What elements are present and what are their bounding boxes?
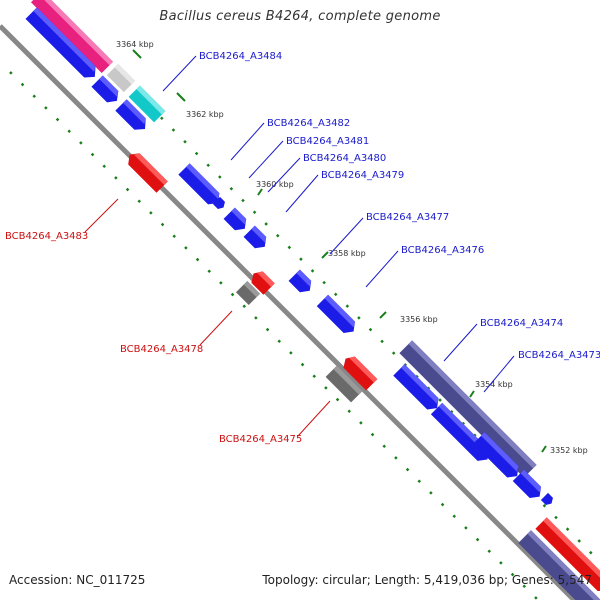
tick-3364 — [132, 49, 142, 59]
kbp-label: 3356 kbp — [400, 315, 438, 324]
genome-backbone — [0, 24, 578, 600]
gene-label-a3477[interactable]: BCB4264_A3477 — [366, 212, 449, 223]
feature-blue-a3473a[interactable] — [393, 364, 442, 413]
feature-red-bottom[interactable] — [535, 517, 600, 596]
feature-gray-a3478[interactable] — [235, 280, 261, 306]
tick-3362 — [176, 92, 186, 102]
feature-red-a3475[interactable] — [340, 353, 378, 391]
tick-3352 — [541, 445, 547, 453]
feature-blue-a3477a[interactable] — [223, 207, 251, 235]
tick-3358 — [321, 251, 329, 259]
feature-red-a3478[interactable] — [248, 268, 275, 295]
map-title: Bacillus cereus B4264, complete genome — [159, 9, 441, 24]
gene-label-a3484[interactable]: BCB4264_A3484 — [199, 51, 282, 62]
feature-blue-a3481[interactable] — [115, 99, 150, 134]
feature-blue-a3477b[interactable] — [243, 225, 271, 253]
kbp-label: 3364 kbp — [116, 40, 154, 49]
gene-labels: BCB4264_A3484 BCB4264_A3482 BCB4264_A348… — [5, 51, 600, 445]
feature-blue-a3480[interactable] — [178, 163, 223, 208]
leader-lines-forward — [162, 55, 515, 393]
feature-blue-small-1[interactable] — [512, 469, 546, 503]
tick-3356 — [379, 311, 387, 319]
gene-label-a3478[interactable]: BCB4264_A3478 — [120, 344, 203, 355]
feature-gray-a3475[interactable] — [325, 365, 363, 403]
scale-ticks — [132, 49, 547, 453]
feature-cyan[interactable] — [128, 85, 166, 123]
tick-3360 — [257, 188, 263, 196]
gene-label-a3476[interactable]: BCB4264_A3476 — [401, 245, 484, 256]
kbp-label: 3352 kbp — [550, 446, 588, 455]
gene-label-a3474[interactable]: BCB4264_A3474 — [480, 318, 563, 329]
gene-label-a3482[interactable]: BCB4264_A3482 — [267, 118, 350, 129]
kbp-label: 3358 kbp — [328, 249, 366, 258]
feature-blue-a3476a[interactable] — [288, 269, 316, 297]
kbp-label: 3362 kbp — [186, 110, 224, 119]
kbp-label: 3354 kbp — [475, 380, 513, 389]
gene-label-a3473[interactable]: BCB4264_A3473 — [518, 350, 600, 361]
feature-slate-a3474[interactable] — [399, 340, 537, 478]
feature-blue-a3484-inner[interactable] — [25, 7, 101, 83]
leader-lines-reverse — [84, 198, 331, 437]
feature-gray-small[interactable] — [106, 63, 136, 93]
feature-blue-a3479[interactable] — [212, 196, 227, 211]
accession-text: Accession: NC_011725 — [9, 573, 146, 587]
gene-label-a3481[interactable]: BCB4264_A3481 — [286, 136, 369, 147]
tick-3354 — [469, 390, 475, 398]
feature-blue-a3473c[interactable] — [473, 432, 522, 481]
gene-label-a3480[interactable]: BCB4264_A3480 — [303, 153, 386, 164]
feature-pink[interactable] — [30, 0, 114, 74]
feature-red-a3483[interactable] — [124, 149, 168, 193]
topology-text: Topology: circular; Length: 5,419,036 bp… — [262, 573, 592, 587]
feature-blue-small-2[interactable] — [540, 492, 555, 507]
gene-label-a3475[interactable]: BCB4264_A3475 — [219, 434, 302, 445]
feature-blue-a3482[interactable] — [91, 75, 122, 106]
feature-blue-a3476b[interactable] — [316, 294, 359, 337]
gene-label-a3479[interactable]: BCB4264_A3479 — [321, 170, 404, 181]
feature-slate-bottom[interactable] — [518, 530, 600, 600]
gene-label-a3483[interactable]: BCB4264_A3483 — [5, 231, 88, 242]
